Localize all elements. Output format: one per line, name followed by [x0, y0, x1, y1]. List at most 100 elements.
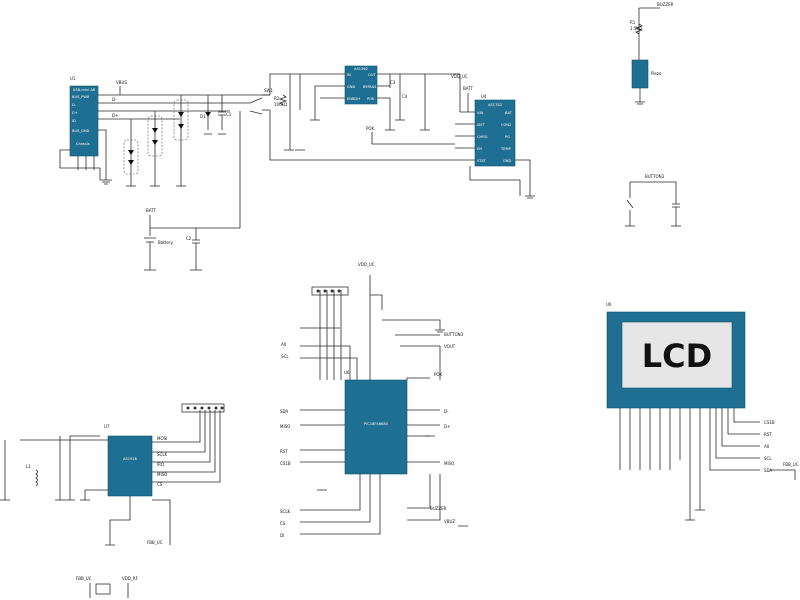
- rst-label-lcd: RST: [764, 432, 772, 437]
- a0-label-lcd: A0: [764, 444, 770, 449]
- gnd-symbol: [100, 179, 112, 185]
- accelerometer-ic[interactable]: AS1916 U7: [104, 424, 153, 497]
- a0-label-mcu: A0: [281, 342, 287, 347]
- usb-pin-bus-pwr: BUS_PWR: [72, 95, 90, 99]
- svg-text:GND: GND: [503, 159, 511, 163]
- button-circuit[interactable]: BUTTON3: [625, 174, 681, 227]
- svg-text:ENBDH: ENBDH: [347, 97, 360, 101]
- dplus-label: D+: [112, 113, 118, 118]
- cap-c4-label: C4: [402, 94, 408, 99]
- svg-text:CON2: CON2: [501, 123, 511, 127]
- gnd-accel: [0, 499, 115, 546]
- tvs-diodes: [123, 95, 189, 187]
- svg-text:R1: R1: [630, 20, 636, 25]
- dplus-label-mcu: D+: [444, 424, 450, 429]
- cs1b-label-mcu: CS1B: [280, 461, 291, 466]
- di-label-mcu: DI: [280, 533, 284, 538]
- svg-text:AS1916: AS1916: [123, 457, 138, 461]
- battery: BATT Battery C2: [144, 208, 202, 271]
- sclk-label: SCLK: [157, 452, 168, 457]
- vbus-label: VBUS: [116, 80, 127, 85]
- svg-text:100kΩ: 100kΩ: [274, 102, 287, 107]
- scl-label-mcu: SCL: [281, 354, 289, 359]
- regulator-as1362[interactable]: AS1362 IN GND ENBDH OUT BYPASS POK: [344, 65, 378, 105]
- svg-text:C2: C2: [186, 236, 192, 241]
- irq-label: IRQ: [157, 462, 164, 467]
- sclk-label-mcu: SCLK: [280, 509, 291, 514]
- capacitor-c1: C1: [204, 95, 232, 135]
- svg-text:GND: GND: [347, 85, 355, 89]
- cs-label: CS: [157, 482, 163, 487]
- gnd-charger: [525, 195, 535, 199]
- charger-ic[interactable]: AS1782 U4 VIN ISET CHRG EN STAT BAT CON2…: [474, 94, 516, 167]
- svg-text:BUZZER: BUZZER: [657, 2, 674, 7]
- dminus-label: D-: [112, 97, 117, 102]
- svg-text:BATT: BATT: [146, 208, 157, 213]
- header-j2[interactable]: [311, 286, 349, 296]
- usb-pin-chassis: Chassis: [76, 142, 90, 146]
- svg-text:L1: L1: [26, 464, 31, 469]
- svg-text:C1: C1: [226, 112, 232, 117]
- usb-connector[interactable]: USB-mini AB U1 BUS_PWR D- D+ ID BUS_GND …: [69, 76, 99, 157]
- buzzer-circuit[interactable]: BUZZER R1 1.5kΩ Piezo: [630, 2, 674, 105]
- svg-text:ISET: ISET: [477, 123, 486, 127]
- svg-text:PIC18F46K80: PIC18F46K80: [364, 422, 389, 426]
- svg-text:U7: U7: [104, 424, 110, 429]
- buzzer-label-mcu: BUZZER: [430, 506, 447, 511]
- usb-pin-id: ID: [72, 119, 76, 123]
- lcd-screen-text: LCD: [642, 337, 712, 375]
- svg-text:U4: U4: [481, 94, 487, 99]
- fbb-uc-label-lcd: FBB_UC: [783, 462, 799, 467]
- svg-text:Battery: Battery: [158, 240, 173, 245]
- miso-label: MISO: [157, 472, 167, 477]
- svg-text:D1: D1: [200, 114, 206, 119]
- pok-label: POK: [366, 126, 375, 131]
- usb-pin-bus-gnd: BUS_GND: [72, 129, 90, 133]
- mcu-pic18[interactable]: PIC18F46K80 U6: [344, 370, 408, 475]
- vdd-uc-label-top: VDD_UC: [451, 74, 468, 79]
- svg-text:PG: PG: [505, 135, 510, 139]
- usb-pin-dminus: D-: [72, 103, 77, 107]
- vbuz-label-mcu: VBUZ: [444, 519, 455, 524]
- gnd-regulator: [284, 119, 430, 151]
- batt-label-top: BATT: [463, 86, 474, 91]
- pok-label-mcu: POK: [434, 372, 443, 377]
- svg-text:BUTTON3: BUTTON3: [645, 174, 665, 179]
- svg-text:IN: IN: [347, 73, 351, 77]
- svg-text:TEMP: TEMP: [500, 147, 512, 151]
- svg-text:OUT: OUT: [368, 73, 376, 77]
- miso-label-mcu: MISO: [280, 424, 290, 429]
- connector-bottom[interactable]: FBB_UC VDD_RF: [76, 576, 139, 598]
- svg-text:POK: POK: [367, 97, 375, 101]
- svg-text:VIN: VIN: [477, 111, 484, 115]
- miso-label-right: MISO: [444, 461, 454, 466]
- mosi-label: MOSI: [157, 436, 167, 441]
- sda-label-lcd: SDA: [764, 468, 773, 473]
- pin-header-j1[interactable]: [181, 403, 225, 413]
- usb-ref: U1: [70, 76, 76, 81]
- rst-label-mcu: RST: [280, 449, 288, 454]
- svg-text:SW1: SW1: [264, 88, 273, 93]
- lcd-module[interactable]: LCD U6: [606, 302, 746, 409]
- resistor-r2: R2 100kΩ: [274, 94, 288, 107]
- svg-text:CHRG: CHRG: [477, 135, 488, 139]
- diode-d1: D1: [200, 95, 211, 130]
- svg-text:AS1782: AS1782: [488, 103, 502, 107]
- gnd-lcd: [685, 509, 705, 521]
- svg-text:1.5kΩ: 1.5kΩ: [630, 26, 642, 31]
- usb-name: USB-mini AB: [73, 88, 96, 92]
- svg-text:STAT: STAT: [477, 159, 486, 163]
- svg-text:VDD_RF: VDD_RF: [122, 576, 139, 581]
- vout-label: VOUT: [444, 344, 456, 349]
- usb-pin-dplus: D+: [72, 111, 78, 115]
- fbb-ref-label: FBB_UC: [147, 540, 163, 545]
- svg-text:U6: U6: [344, 370, 350, 375]
- svg-text:U6: U6: [606, 302, 612, 307]
- dminus-label-mcu: D-: [444, 409, 449, 414]
- scl-label-lcd: SCL: [764, 456, 772, 461]
- cap-c3-label: C3: [390, 80, 396, 85]
- button-label: BUTTON3: [444, 332, 464, 337]
- slide-switch[interactable]: SW1: [249, 88, 273, 115]
- svg-text:AS1362: AS1362: [354, 67, 368, 71]
- sda-label-mcu: SDA: [280, 409, 289, 414]
